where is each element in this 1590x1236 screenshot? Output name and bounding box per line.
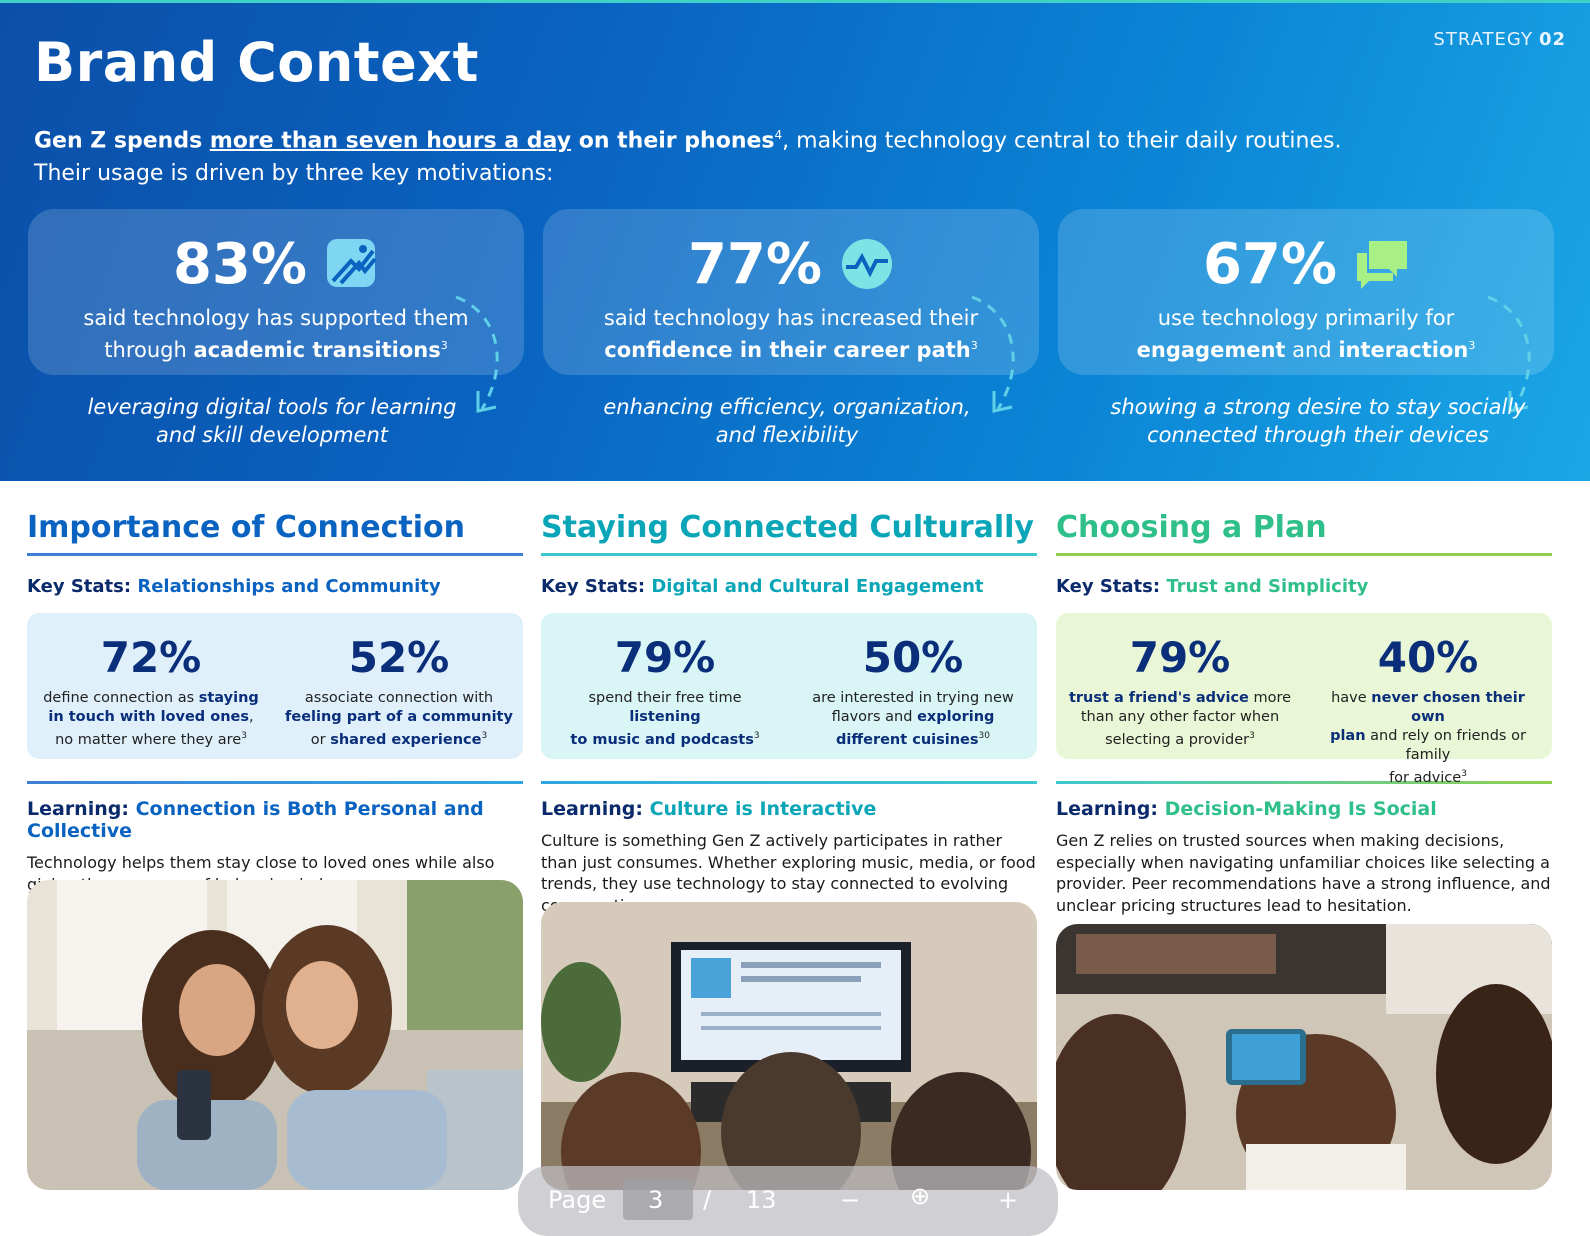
learning-chart-icon <box>327 239 377 287</box>
keystats-heading: Key Stats: Trust and Simplicity <box>1056 576 1369 597</box>
column-title: Choosing a Plan <box>1056 510 1552 556</box>
total-pages: 13 <box>746 1186 777 1214</box>
current-page: 3 <box>648 1186 664 1214</box>
stat-value: 67% <box>1202 231 1338 297</box>
zoom-in-icon[interactable]: + <box>998 1186 1019 1214</box>
page-navigator[interactable]: Page 3 / 13 − ⊕ + <box>518 1166 1058 1236</box>
column-connection: Importance of Connection Key Stats: Rela… <box>27 510 523 895</box>
divider <box>541 781 1037 784</box>
divider <box>27 781 523 784</box>
stat-value: 77% <box>687 231 823 297</box>
learning-heading: Learning: Connection is Both Personal an… <box>27 798 484 842</box>
stat-insight: enhancing efficiency, organization,and f… <box>603 395 971 447</box>
hero-stat-card: 67% use technology primarily for engagem… <box>1058 209 1554 375</box>
page-title: Brand Context <box>34 31 479 94</box>
zoom-fit-icon[interactable]: ⊕ <box>910 1182 931 1210</box>
learning-heading: Learning: Decision-Making Is Social <box>1056 798 1437 820</box>
stat-description: said technology has supported them throu… <box>83 306 469 362</box>
keystats-heading: Key Stats: Digital and Cultural Engageme… <box>541 576 984 597</box>
intro-text: Gen Z spends more than seven hours a day… <box>34 128 1342 187</box>
photo-friends-selfie <box>27 880 523 1190</box>
chat-bubbles-icon <box>1357 241 1408 289</box>
column-title: Importance of Connection <box>27 510 523 556</box>
keystats-heading: Key Stats: Relationships and Community <box>27 576 441 597</box>
hero-stat-card: 83% said technology has supported them t… <box>28 209 524 375</box>
stat-description: said technology has increased their conf… <box>603 306 979 362</box>
photo-friends-tablet <box>1056 924 1552 1190</box>
curved-arrow-icon <box>455 295 499 413</box>
curved-arrow-icon <box>971 295 1015 413</box>
column-plan: Choosing a Plan Key Stats: Trust and Sim… <box>1056 510 1552 916</box>
stat-value: 83% <box>172 231 308 297</box>
page-label: Page <box>548 1186 607 1214</box>
learning-heading: Learning: Culture is Interactive <box>541 798 877 820</box>
divider <box>1056 781 1552 784</box>
column-title: Staying Connected Culturally <box>541 510 1037 556</box>
pulse-circle-icon <box>842 239 893 289</box>
hero-stat-card: 77% said technology has increased their … <box>543 209 1039 375</box>
learning-text: Gen Z relies on trusted sources when mak… <box>1056 831 1551 915</box>
stat-insight: showing a strong desire to stay socially… <box>1110 395 1526 447</box>
page-number-input[interactable] <box>623 1180 693 1220</box>
photo-tv-viewing <box>541 902 1037 1190</box>
page-separator: / <box>703 1186 712 1214</box>
zoom-out-icon[interactable]: − <box>840 1186 861 1214</box>
column-culture: Staying Connected Culturally Key Stats: … <box>541 510 1037 916</box>
stat-description: use technology primarily for engagement … <box>1136 306 1476 362</box>
curved-arrow-icon <box>1487 295 1531 413</box>
